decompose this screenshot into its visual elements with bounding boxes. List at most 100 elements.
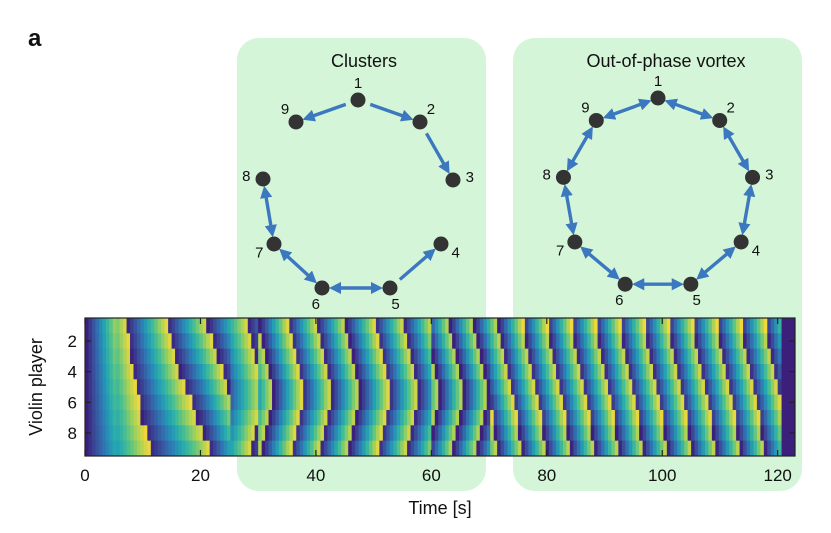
phase-cell <box>369 348 373 365</box>
phase-cell <box>604 318 609 334</box>
phase-cell <box>538 333 543 349</box>
y-tick-label: 8 <box>68 424 77 443</box>
phase-cell <box>410 379 415 395</box>
phase-cell <box>590 333 595 349</box>
vortex-link-4-5 <box>696 246 736 280</box>
phase-cell <box>403 348 408 365</box>
phase-cell <box>393 333 398 349</box>
phase-cell <box>130 318 134 334</box>
phase-cell <box>223 425 228 441</box>
phase-cell <box>521 364 526 380</box>
phase-cell <box>188 379 193 395</box>
phase-cell <box>732 379 737 395</box>
phase-cell <box>680 379 685 395</box>
phase-cell <box>514 348 519 365</box>
phase-cell <box>337 348 342 365</box>
phase-cell <box>299 394 304 411</box>
phase-cell <box>126 394 131 411</box>
phase-cell <box>511 348 515 365</box>
phase-cell <box>698 318 702 334</box>
phase-cell <box>722 394 727 411</box>
phase-cell <box>237 394 242 411</box>
phase-cell <box>382 348 387 365</box>
phase-cell <box>147 425 152 441</box>
phase-cell <box>465 379 470 395</box>
phase-cell <box>175 318 179 334</box>
phase-cell <box>760 440 765 456</box>
clusters-node-8 <box>255 171 271 187</box>
phase-cell <box>545 394 550 411</box>
phase-cell <box>88 348 93 365</box>
phase-cell <box>528 364 533 380</box>
phase-cell <box>258 394 263 411</box>
phase-cell <box>767 364 772 380</box>
phase-cell <box>656 364 661 380</box>
phase-cell <box>220 318 224 334</box>
phase-cell <box>621 318 626 334</box>
phase-cell <box>653 348 657 365</box>
phase-cell <box>150 348 155 365</box>
phase-cell <box>105 379 110 395</box>
phase-cell <box>701 364 706 380</box>
phase-cell <box>143 394 148 411</box>
phase-cell <box>192 425 197 441</box>
phase-cell <box>587 348 592 365</box>
phase-cell <box>140 333 145 349</box>
phase-cell <box>296 318 301 334</box>
phase-cell <box>445 425 450 441</box>
phase-cell <box>431 394 436 411</box>
phase-cell <box>126 425 131 441</box>
vortex-node-label-3: 3 <box>765 166 773 183</box>
phase-cell <box>607 410 612 426</box>
phase-cell <box>452 333 456 349</box>
phase-cell <box>123 333 127 349</box>
clusters-node-5 <box>382 280 398 296</box>
phase-cell <box>611 440 616 456</box>
phase-cell <box>175 364 179 380</box>
phase-cell <box>583 333 588 349</box>
phase-cell <box>112 425 117 441</box>
phase-cell <box>673 364 678 380</box>
phase-cell <box>244 410 249 426</box>
phase-cell <box>462 348 467 365</box>
phase-cell <box>459 348 463 365</box>
phase-cell <box>459 318 463 334</box>
phase-cell <box>479 318 484 334</box>
phase-cell <box>587 410 592 426</box>
phase-cell <box>362 364 366 380</box>
phase-cell <box>635 379 640 395</box>
phase-cell <box>722 425 727 441</box>
phase-cell <box>341 440 346 456</box>
phase-cell <box>736 425 740 441</box>
phase-cell <box>320 364 325 380</box>
phase-cell <box>299 348 304 365</box>
phase-cell <box>400 394 405 411</box>
phase-cell <box>130 348 134 365</box>
clusters-node-label-7: 7 <box>255 244 263 261</box>
phase-cell <box>202 364 207 380</box>
phase-cell <box>663 364 668 380</box>
phase-cell <box>417 410 422 426</box>
phase-cell <box>711 364 716 380</box>
phase-cell <box>285 440 290 456</box>
phase-cell <box>199 410 204 426</box>
phase-cell <box>774 333 779 349</box>
phase-cell <box>639 379 644 395</box>
phase-cell <box>528 425 533 441</box>
phase-cell <box>718 379 723 395</box>
phase-cell <box>566 348 571 365</box>
phase-cell <box>715 394 720 411</box>
phase-cell <box>701 318 706 334</box>
phase-cell <box>188 425 193 441</box>
phase-cell <box>698 410 702 426</box>
phase-cell <box>767 394 772 411</box>
phase-cell <box>663 394 668 411</box>
vortex-node-1 <box>650 90 666 106</box>
phase-cell <box>192 364 197 380</box>
phase-cell <box>181 364 186 380</box>
phase-cell <box>434 410 439 426</box>
phase-cell <box>628 394 633 411</box>
phase-cell <box>337 379 342 395</box>
phase-cell <box>732 348 737 365</box>
